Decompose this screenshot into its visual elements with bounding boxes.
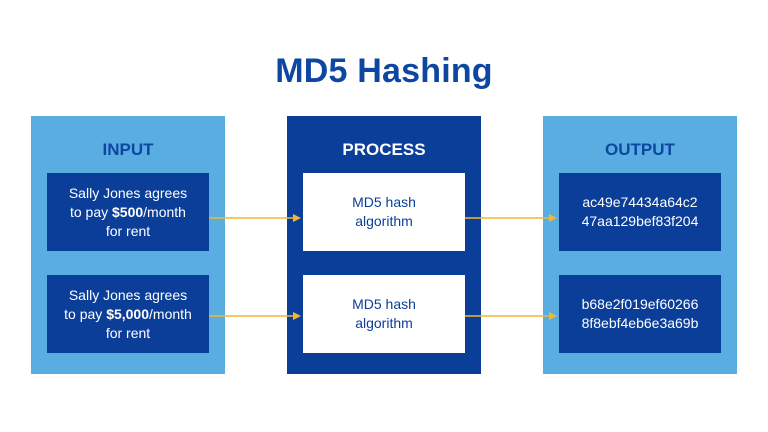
process-1-line1: MD5 hash [352, 194, 416, 210]
output-2-line1: b68e2f019ef60266 [581, 296, 699, 312]
input-box-2: Sally Jones agrees to pay $5,000/month f… [47, 275, 209, 353]
input-1-line2-pre: to pay [69, 203, 113, 220]
output-text-1: ac49e74434a64c2 47aa129bef83f204 [582, 193, 699, 231]
input-1-line1: Sally Jones agrees [68, 184, 188, 201]
process-2-line2: algorithm [355, 315, 413, 331]
output-box-1: ac49e74434a64c2 47aa129bef83f204 [559, 173, 721, 251]
output-1-line2: 47aa129bef83f204 [581, 213, 699, 229]
process-text-2: MD5 hash algorithm [352, 295, 416, 333]
process-column: PROCESS MD5 hash algorithm MD5 hash algo… [287, 116, 481, 374]
input-header: INPUT [102, 140, 154, 159]
input-1-amount: $500 [112, 203, 144, 220]
input-2-amount: $5,000 [106, 305, 150, 322]
input-text-1: Sally Jones agrees to pay $500/month for… [69, 184, 187, 241]
input-1-line3: for rent [105, 222, 151, 239]
diagram-title: MD5 Hashing [275, 52, 493, 90]
input-2-line2-pre: to pay [64, 305, 107, 322]
process-1-line2: algorithm [355, 213, 413, 229]
output-2-line2: 8f8ebf4eb6e3a69b [581, 315, 699, 331]
process-box-1: MD5 hash algorithm [303, 173, 465, 251]
output-text-2: b68e2f019ef60266 8f8ebf4eb6e3a69b [582, 295, 699, 333]
input-text-2: Sally Jones agrees to pay $5,000/month f… [64, 286, 192, 343]
input-box-1: Sally Jones agrees to pay $500/month for… [47, 173, 209, 251]
process-2-line1: MD5 hash [352, 296, 416, 312]
input-2-line2-post: /month [149, 305, 192, 322]
input-2-line3: for rent [105, 324, 151, 341]
output-1-line1: ac49e74434a64c2 [582, 194, 698, 210]
output-column: OUTPUT ac49e74434a64c2 47aa129bef83f204 … [543, 116, 737, 374]
input-column: INPUT Sally Jones agrees to pay $500/mon… [31, 116, 225, 374]
output-header: OUTPUT [605, 140, 675, 159]
process-text-1: MD5 hash algorithm [352, 193, 416, 231]
output-box-2: b68e2f019ef60266 8f8ebf4eb6e3a69b [559, 275, 721, 353]
input-1-line2-post: /month [143, 203, 186, 220]
process-header: PROCESS [342, 140, 426, 159]
process-box-2: MD5 hash algorithm [303, 275, 465, 353]
input-2-line1: Sally Jones agrees [68, 286, 188, 303]
